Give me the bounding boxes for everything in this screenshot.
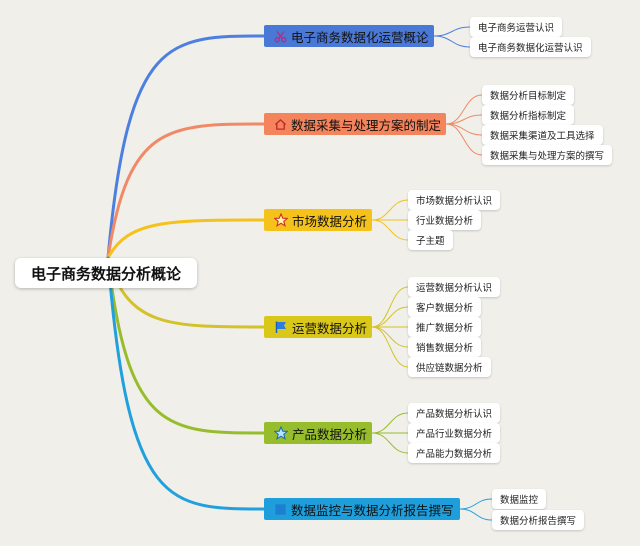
branch-label: 运营数据分析 [292, 320, 368, 336]
leaf-label: 产品能力数据分析 [416, 449, 493, 460]
branch-node-product-analysis[interactable]: 产品数据分析 [264, 422, 372, 444]
leaf-label: 行业数据分析 [416, 216, 474, 227]
scissors-icon [274, 29, 287, 43]
house-icon [274, 117, 287, 131]
square-icon [274, 502, 287, 516]
leaf-node[interactable]: 推广数据分析 [408, 317, 482, 337]
leaf-node[interactable]: 运营数据分析认识 [408, 277, 501, 297]
leaf-node[interactable]: 产品能力数据分析 [408, 443, 501, 463]
branch-connector [106, 218, 266, 260]
branch-node-ecommerce-operations[interactable]: 电子商务数据化运营概论 [264, 25, 434, 47]
branch-node-market-analysis[interactable]: 市场数据分析 [264, 209, 372, 231]
leaf-label: 销售数据分析 [416, 343, 474, 354]
star-icon [274, 426, 288, 440]
leaf-connector [445, 94, 483, 125]
branch-connector [106, 256, 266, 435]
leaf-label: 运营数据分析认识 [416, 283, 493, 294]
leaf-node[interactable]: 市场数据分析认识 [408, 190, 501, 210]
leaf-node[interactable]: 数据采集渠道及工具选择 [482, 125, 603, 145]
leaf-label: 数据分析指标制定 [490, 111, 567, 122]
leaf-label: 市场数据分析认识 [416, 196, 493, 207]
leaf-node[interactable]: 供应链数据分析 [408, 357, 491, 377]
leaf-label: 客户数据分析 [416, 303, 474, 314]
branch-label: 数据监控与数据分析报告撰写 [291, 502, 454, 518]
leaf-node[interactable]: 数据分析目标制定 [482, 85, 575, 105]
branch-connector [106, 122, 266, 260]
leaf-node[interactable]: 产品数据分析认识 [408, 403, 501, 423]
leaf-connector [371, 412, 409, 434]
leaf-label: 产品行业数据分析 [416, 429, 493, 440]
leaf-node[interactable]: 电子商务数据化运营认识 [470, 37, 591, 57]
leaf-node[interactable]: 数据采集与处理方案的撰写 [482, 145, 613, 165]
leaf-label: 数据采集与处理方案的撰写 [490, 151, 605, 162]
leaf-label: 数据分析目标制定 [490, 91, 567, 102]
leaf-connector [371, 199, 409, 221]
leaf-label: 子主题 [416, 236, 445, 247]
leaf-label: 电子商务数据化运营认识 [478, 43, 583, 54]
leaf-node[interactable]: 子主题 [408, 230, 453, 250]
leaf-node[interactable]: 数据监控 [492, 489, 547, 509]
leaf-connector [371, 286, 409, 328]
leaf-node[interactable]: 数据分析报告撰写 [492, 510, 585, 530]
leaf-label: 供应链数据分析 [416, 363, 483, 374]
leaf-node[interactable]: 销售数据分析 [408, 337, 482, 357]
leaf-connector [371, 432, 409, 454]
leaf-node[interactable]: 电子商务运营认识 [470, 17, 563, 37]
branch-node-operations-analysis[interactable]: 运营数据分析 [264, 316, 372, 338]
leaf-connector [371, 326, 409, 348]
leaf-connector [459, 498, 493, 510]
flag-icon [274, 320, 288, 334]
leaf-node[interactable]: 产品行业数据分析 [408, 423, 501, 443]
leaf-label: 数据采集渠道及工具选择 [490, 131, 595, 142]
branch-label: 数据采集与处理方案的制定 [291, 117, 442, 133]
star-icon [274, 213, 288, 227]
branch-node-monitoring-report[interactable]: 数据监控与数据分析报告撰写 [264, 498, 460, 520]
leaf-connector [433, 35, 471, 48]
leaf-label: 数据监控 [500, 495, 539, 506]
leaf-connector [445, 123, 483, 136]
leaf-connector [371, 326, 409, 368]
branch-label: 电子商务数据化运营概论 [291, 29, 429, 45]
branch-label: 市场数据分析 [292, 213, 368, 229]
leaf-connector [459, 508, 493, 521]
branch-connector [106, 34, 266, 260]
leaf-node[interactable]: 数据分析指标制定 [482, 105, 575, 125]
leaf-connector [371, 219, 409, 241]
leaf-connector [433, 26, 471, 37]
leaf-label: 产品数据分析认识 [416, 409, 493, 420]
leaf-node[interactable]: 客户数据分析 [408, 297, 482, 317]
leaf-connector [371, 306, 409, 328]
branch-node-data-collection-plan[interactable]: 数据采集与处理方案的制定 [264, 113, 446, 135]
leaf-label: 数据分析报告撰写 [500, 516, 577, 527]
leaf-label: 推广数据分析 [416, 323, 474, 334]
leaf-connector [445, 123, 483, 156]
branch-label: 产品数据分析 [292, 426, 368, 442]
root-node[interactable]: 电子商务数据分析概论 [15, 258, 197, 288]
leaf-node[interactable]: 行业数据分析 [408, 210, 482, 230]
leaf-label: 电子商务运营认识 [478, 23, 555, 34]
branch-connector [106, 256, 266, 511]
